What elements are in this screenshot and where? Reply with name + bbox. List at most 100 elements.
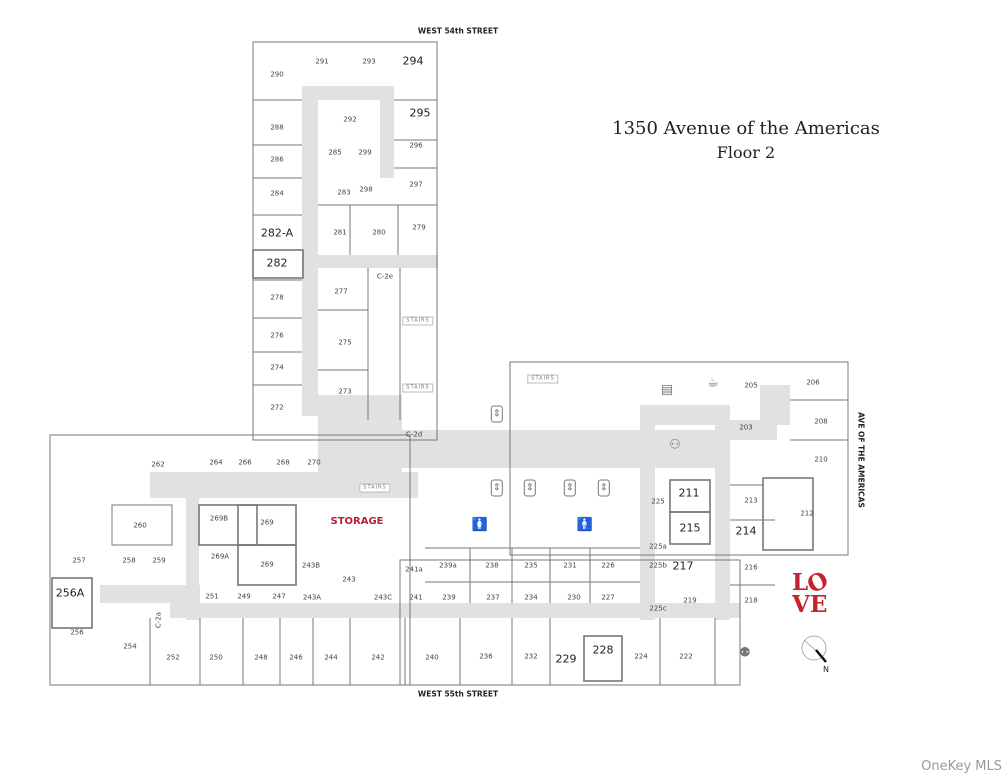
elevator-icon: ⇕ — [597, 479, 611, 497]
room-label: 280 — [372, 228, 386, 237]
room-label: 225a — [649, 542, 667, 551]
stairs-label: STAIRS — [359, 483, 391, 493]
stairs-label: STAIRS — [527, 374, 559, 384]
room-label: 277 — [334, 287, 348, 296]
kitchen-icon: ▤ — [660, 382, 674, 398]
room-label: 249 — [237, 592, 251, 601]
room-label: 227 — [601, 593, 615, 602]
room-label: 225b — [649, 561, 667, 570]
room-label: 246 — [289, 653, 303, 662]
room-label: 282 — [266, 256, 288, 270]
coffee-icon: ☕ — [707, 375, 719, 391]
room-label: 283 — [337, 188, 351, 197]
room-label: 241 — [409, 593, 423, 602]
room-label: 272 — [270, 403, 284, 412]
room-label: 213 — [744, 496, 758, 505]
room-label: 269 — [260, 560, 274, 569]
room-label: 210 — [814, 455, 828, 464]
room-label: C-2a — [154, 611, 163, 629]
room-label: 278 — [270, 293, 284, 302]
room-label: 234 — [524, 593, 538, 602]
room-label: 295 — [409, 106, 431, 120]
room-label: 297 — [409, 180, 423, 189]
room-label: 275 — [338, 338, 352, 347]
room-label: 229 — [555, 652, 577, 666]
room-label: 239a — [439, 561, 457, 570]
womens-restroom-icon: 🚺 — [471, 517, 489, 533]
room-label: 205 — [744, 381, 758, 390]
reception-icon: ⚇ — [669, 437, 681, 453]
room-label: 258 — [122, 556, 136, 565]
room-label: 262 — [151, 460, 165, 469]
room-label: 225c — [649, 604, 667, 613]
stairs-label: STAIRS — [402, 316, 434, 326]
room-label: 239 — [442, 593, 456, 602]
room-label: 203 — [739, 423, 753, 432]
room-label: 243B — [301, 561, 321, 570]
room-label: 222 — [679, 652, 693, 661]
room-label: 216 — [744, 563, 758, 572]
room-label: 286 — [270, 155, 284, 164]
room-label: 215 — [679, 521, 701, 535]
room-label: 285 — [328, 148, 342, 157]
room-label: 228 — [592, 643, 614, 657]
room-label: 296 — [409, 141, 423, 150]
room-label: 252 — [166, 653, 180, 662]
room-label: 226 — [601, 561, 615, 570]
compass-north-label: N — [823, 665, 829, 674]
room-label: 259 — [152, 556, 166, 565]
room-label: 299 — [358, 148, 372, 157]
room-label: 211 — [678, 486, 700, 500]
mens-restroom-icon: 🚹 — [576, 517, 594, 533]
building-title: 1350 Avenue of the Americas — [612, 118, 880, 139]
room-label: 290 — [270, 70, 284, 79]
room-label: 251 — [205, 592, 219, 601]
street-label-south: WEST 55th STREET — [417, 689, 499, 699]
corridors — [100, 86, 790, 620]
room-label: C-2e — [376, 272, 394, 281]
room-label: 208 — [814, 417, 828, 426]
room-label: 243C — [373, 593, 393, 602]
room-label: 247 — [272, 592, 286, 601]
room-label: C-2d — [405, 430, 423, 439]
room-label: 266 — [238, 458, 252, 467]
room-label: 243 — [342, 575, 356, 584]
conference-icon: ⚉ — [739, 645, 751, 661]
room-label: 268 — [276, 458, 290, 467]
room-label: 292 — [343, 115, 357, 124]
room-label: 248 — [254, 653, 268, 662]
room-label: 236 — [479, 652, 493, 661]
room-label: 225 — [651, 497, 665, 506]
room-label: 218 — [744, 596, 758, 605]
room-label: 281 — [333, 228, 347, 237]
room-label: 244 — [324, 653, 338, 662]
room-label: 294 — [402, 54, 424, 68]
room-label: 298 — [359, 185, 373, 194]
street-label-east: AVE OF THE AMERICAS — [856, 412, 866, 508]
room-label: 279 — [412, 223, 426, 232]
room-label: 269A — [210, 552, 230, 561]
room-label: 232 — [524, 652, 538, 661]
storage-label: STORAGE — [330, 516, 384, 527]
room-label: 224 — [634, 652, 648, 661]
room-label: 206 — [806, 378, 820, 387]
room-label: 250 — [209, 653, 223, 662]
room-label: 237 — [486, 593, 500, 602]
room-label: 235 — [524, 561, 538, 570]
street-label-north: WEST 54th STREET — [417, 26, 499, 36]
elevator-icon: ⇕ — [523, 479, 537, 497]
floor-title: Floor 2 — [716, 143, 776, 162]
room-label: 269 — [260, 518, 274, 527]
stairs-label: STAIRS — [402, 383, 434, 393]
elevator-icon: ⇕ — [563, 479, 577, 497]
room-label: 241a — [405, 565, 423, 574]
room-label: 219 — [683, 596, 697, 605]
room-label: 242 — [371, 653, 385, 662]
room-label: 256A — [55, 586, 85, 600]
room-label: 240 — [425, 653, 439, 662]
room-label: 214 — [735, 524, 757, 538]
room-label: 274 — [270, 363, 284, 372]
